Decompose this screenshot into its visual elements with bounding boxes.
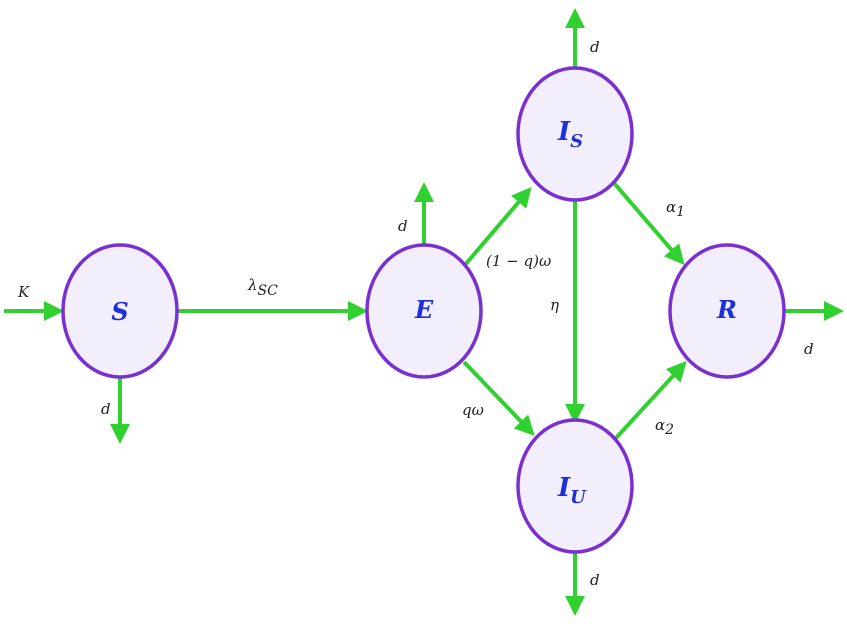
node-label-S: S	[111, 297, 128, 326]
node-E	[365, 243, 483, 379]
label-IS-to-IU: η	[550, 296, 559, 314]
node-S	[61, 243, 179, 379]
arrow-IU-to-R	[614, 361, 687, 440]
label-E-to-IS: (1 − q)ω	[486, 252, 551, 270]
label-IU-to-R: α2	[655, 416, 674, 438]
label-E-to-IU: qω	[462, 401, 484, 419]
arrow-E-to-IU	[462, 360, 535, 436]
label-IS-to-R: α1	[666, 198, 685, 220]
label-E-death: d	[398, 217, 408, 235]
arrow-E-to-IS	[462, 186, 532, 268]
node-label-R: R	[716, 295, 737, 324]
arrow-IS-to-R	[612, 181, 685, 266]
node-IU	[516, 418, 634, 554]
label-inflow-K: K	[17, 283, 30, 301]
label-IU-death: d	[590, 571, 600, 589]
node-label-IS: IS	[557, 117, 583, 152]
node-R	[668, 243, 786, 379]
label-S-death: d	[101, 400, 111, 418]
node-IS	[516, 66, 634, 202]
label-R-death: d	[804, 340, 814, 358]
node-label-IU: IU	[557, 473, 587, 508]
label-IS-death: d	[590, 38, 600, 56]
node-label-E: E	[414, 295, 434, 324]
label-S-to-E: λSC	[247, 276, 278, 299]
